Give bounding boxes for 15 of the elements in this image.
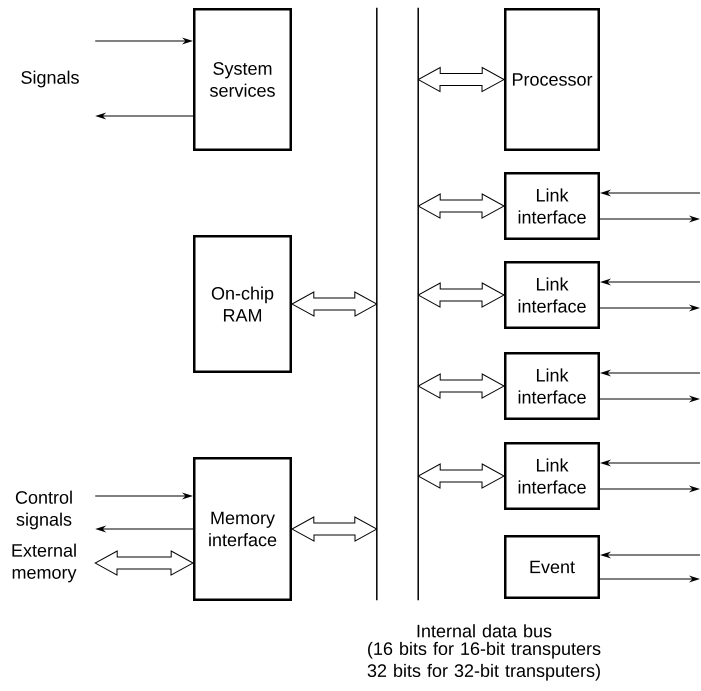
signal-label: Signals (21, 70, 79, 88)
block-box: Event (504, 535, 600, 599)
data-bus (376, 7, 419, 601)
block-box: Memory interface (193, 457, 292, 601)
block-box: Link interface (504, 172, 600, 240)
block-box: On-chip RAM (193, 235, 292, 373)
signal-label: External memory (12, 544, 76, 582)
block-box: Link interface (504, 442, 600, 510)
block-box: System services (193, 8, 292, 151)
bus-label: (16 bits for 16-bit transputers 32 bits for 32-bit transputers) (368, 642, 600, 681)
bus-label: Internal data bus (418, 624, 552, 638)
signal-label: Control signals (16, 490, 72, 530)
block-box: Link interface (504, 261, 600, 329)
block-box: Processor (504, 8, 600, 151)
block-box: Link interface (504, 352, 600, 420)
